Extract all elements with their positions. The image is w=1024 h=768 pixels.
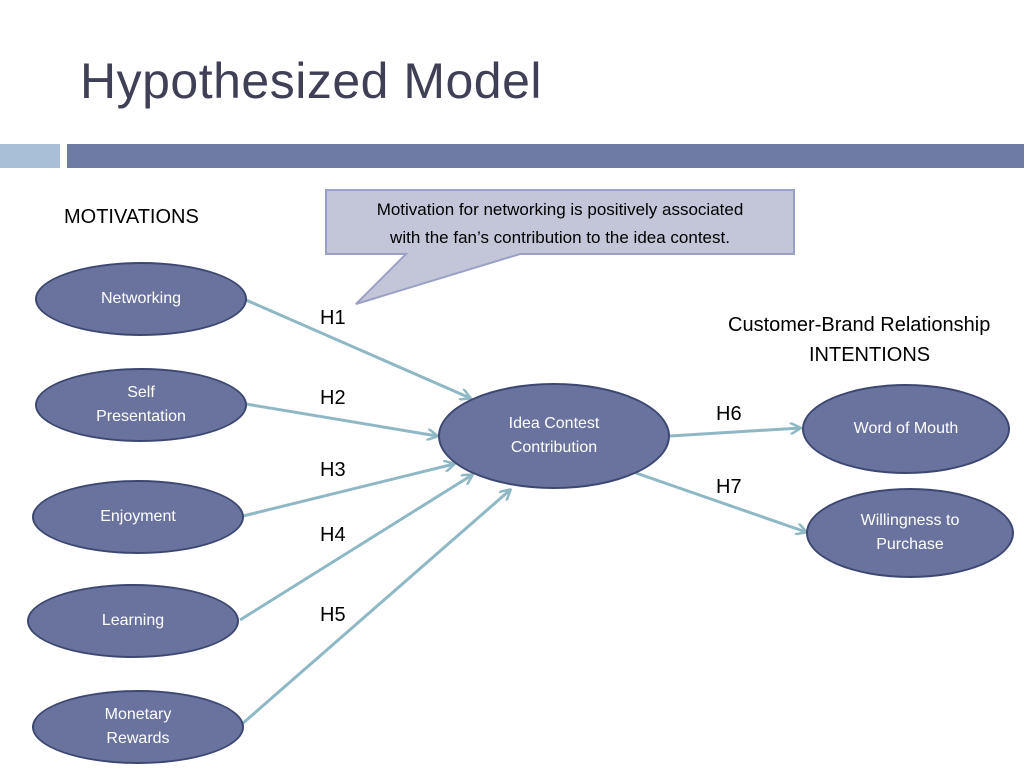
arrow-h5 xyxy=(241,490,510,726)
motivations-label: MOTIVATIONS xyxy=(64,206,199,228)
hypothesis-h7: H7 xyxy=(716,476,742,498)
hypothesis-h2: H2 xyxy=(320,387,346,409)
arrow-h6 xyxy=(669,428,800,438)
hypothesis-h4: H4 xyxy=(320,524,346,546)
page-title: Hypothesized Model xyxy=(80,53,543,109)
node-willingness-to-purchase: Willingness to Purchase xyxy=(806,488,1014,578)
arrow-h3 xyxy=(242,464,454,518)
node-idea-contest-contribution: Idea Contest Contribution xyxy=(438,383,670,489)
header-bar xyxy=(67,144,1024,168)
intentions-label: INTENTIONS xyxy=(809,344,931,366)
node-word-of-mouth: Word of Mouth xyxy=(802,384,1010,474)
hypothesis-h6: H6 xyxy=(716,403,742,425)
header-accent-bar xyxy=(0,144,60,168)
node-monetary-rewards: Monetary Rewards xyxy=(32,690,244,764)
callout-text: Motivation for networking is positively … xyxy=(376,200,744,247)
node-self-presentation: Self Presentation xyxy=(35,368,247,442)
callout-bubble xyxy=(325,189,795,305)
arrow-h2 xyxy=(245,402,437,436)
node-enjoyment: Enjoyment xyxy=(32,480,244,554)
node-learning: Learning xyxy=(27,584,239,658)
arrow-h4 xyxy=(239,475,472,622)
hypothesis-h5: H5 xyxy=(320,604,346,626)
relationship-label: Customer-Brand Relationship xyxy=(728,314,991,336)
hypothesis-h1: H1 xyxy=(320,307,346,329)
node-networking: Networking xyxy=(35,262,247,336)
hypothesis-h3: H3 xyxy=(320,459,346,481)
arrow-h1 xyxy=(245,298,470,398)
arrow-h7 xyxy=(635,471,806,532)
